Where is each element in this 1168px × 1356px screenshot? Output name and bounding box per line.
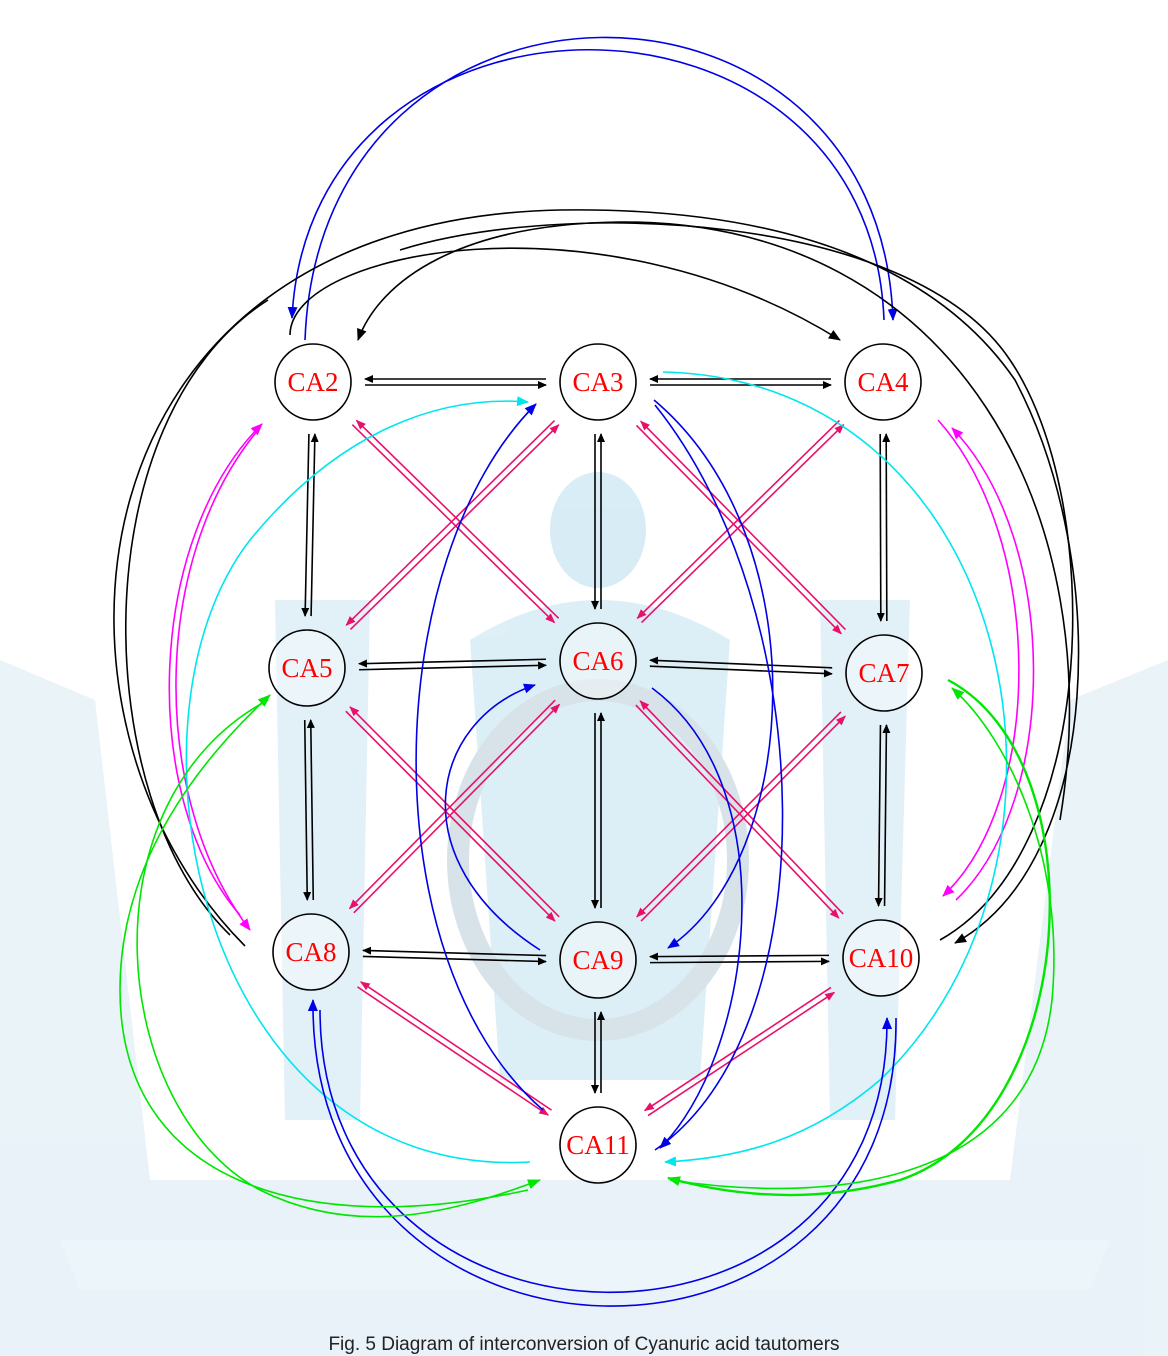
arc-magenta-CA10-CA4 [951,427,1035,901]
diagonal-CA6-CA10 [635,700,844,919]
figure-caption: Fig. 5 Diagram of interconversion of Cya… [328,1334,840,1355]
diagonal-CA3-CA7 [635,420,847,635]
arc-black-CA2-CA4 [289,247,841,341]
diagonal-CA2-CA6 [351,419,560,624]
diagonal-CA7-CA9 [636,711,846,922]
diagonal-CA6-CA8 [348,699,561,914]
equilibrium-CA6-CA7 [649,656,833,678]
node-ca3: CA3 [559,343,637,421]
arc-magenta-CA8-CA2 [168,423,263,916]
diagonal-CA5-CA9 [345,706,560,922]
arc-blue-CA9-CA6 [444,683,541,951]
node-label: CA6 [572,646,623,676]
arc-black-CA2-CA8 [124,299,269,936]
arc-cyan-CA11-CA3 [185,396,531,1164]
node-label: CA9 [572,945,623,975]
equilibrium-CA2-CA5 [301,433,319,617]
equilibrium-CA5-CA6 [357,658,548,671]
node-label: CA8 [285,937,336,967]
arc-black-CA8-CA10 [113,209,1080,947]
node-ca6: CA6 [559,622,637,700]
arc-blue-CA4-CA2 [287,48,885,321]
equilibrium-CA3-CA4 [649,375,832,389]
equilibrium-CA8-CA9 [362,946,547,966]
node-ca9: CA9 [559,921,637,999]
node-ca5: CA5 [268,629,346,707]
node-label: CA11 [566,1130,630,1160]
equilibrium-CA4-CA7 [876,432,891,623]
node-ca7: CA7 [845,634,923,712]
equilibrium-CA2-CA3 [364,375,547,389]
node-label: CA2 [287,367,338,397]
arc-blue-CA10-CA8 [307,999,897,1307]
node-label: CA5 [281,653,332,683]
diagonal-CA4-CA6 [636,419,845,624]
equilibrium-CA5-CA8 [303,718,315,902]
equilibrium-CA6-CA9 [591,712,605,909]
node-ca10: CA10 [842,919,920,997]
node-ca11: CA11 [559,1106,637,1184]
node-label: CA3 [572,367,623,397]
arc-blue-CA11-CA3 [654,404,784,1151]
equilibrium-CA9-CA11 [591,1011,605,1094]
watermark-logo [0,472,1168,1356]
node-label: CA7 [858,658,909,688]
arc-magenta-CA2-CA8 [175,429,259,931]
arc-green-CA7-CA11 [667,678,1051,1197]
node-ca8: CA8 [272,913,350,991]
diagonal-CA8-CA11 [357,981,552,1116]
node-ca4: CA4 [844,343,922,421]
arc-blue-CA11-CA3-up [415,403,544,1111]
equilibrium-CA7-CA10 [874,724,891,907]
diagonal-CA3-CA5 [345,419,560,631]
arc-magenta-CA4-CA10 [937,419,1020,897]
arrows-layer [113,36,1080,1307]
arc-green-CA11-CA7 [669,687,1055,1190]
node-ca2: CA2 [274,343,352,421]
arc-blue-CA3-CA9 [653,399,774,949]
diagonal-CA10-CA11 [643,986,836,1117]
node-label: CA10 [849,943,914,973]
equilibrium-CA3-CA6 [591,433,605,610]
arc-blue-CA6-CA11 [651,687,743,1149]
node-label: CA4 [857,367,909,397]
arc-blue-CA8-CA10 [319,1009,893,1294]
arc-green-CA11-CA5 [119,694,529,1208]
arc-cyan-CA4-CA11 [662,371,1008,1167]
arc-black-CA10-CA2 [357,221,1071,821]
arc-blue-CA2-CA4 [304,36,898,341]
arc-green-CA5-CA11 [136,699,541,1218]
